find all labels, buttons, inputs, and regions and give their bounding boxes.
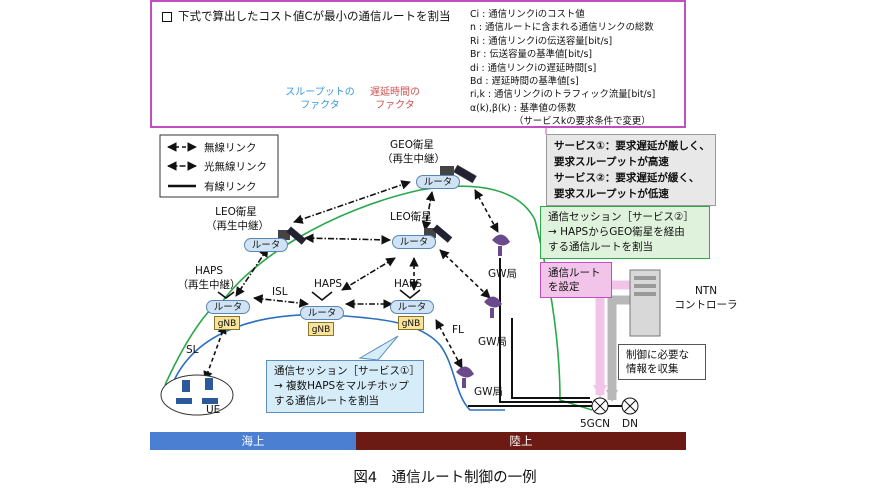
services-box: サービス①：要求遅延が厳しく、 要求スループットが高速 サービス②：要求遅延が緩… <box>546 134 716 206</box>
legend-wired: 有線リンク <box>204 181 257 193</box>
haps3-label: HAPS <box>394 278 423 290</box>
legend-optical: 光無線リンク <box>204 161 267 173</box>
isl-label: ISL <box>272 286 288 298</box>
sea-bar: 海上 <box>150 432 356 450</box>
gw1-label: GW局 <box>488 268 518 280</box>
leo2-satellite-icon <box>424 224 453 243</box>
haps2-router: ルータ <box>300 306 344 320</box>
gw1-dish-icon <box>492 234 510 246</box>
land-bar: 陸上 <box>356 432 686 450</box>
ntn-controller-icon <box>629 269 661 337</box>
gw3-dish-icon <box>456 366 474 378</box>
formula-box <box>150 0 686 128</box>
haps3-icon <box>399 289 421 300</box>
leo1-router: ルータ <box>244 238 288 252</box>
collect-info-box: 制御に必要な 情報を収集 <box>618 344 706 380</box>
legend-wireless: 無線リンク <box>204 142 257 154</box>
haps3-router: ルータ <box>390 300 434 314</box>
sl-label: SL <box>186 344 199 356</box>
ue-label: UE <box>206 404 221 416</box>
session1-callout: 通信セッション［サービス①］ → 複数HAPSをマルチホップ する通信ルートを割… <box>266 360 424 413</box>
throughput-factor-label: スループットのファクタ <box>285 87 355 111</box>
haps1-icon <box>217 291 235 299</box>
gw2-dish-icon <box>484 296 502 308</box>
haps1-router: ルータ <box>206 300 250 314</box>
session2-callout: 通信セッション［サービス②］ → HAPSからGEO衛星を経由 する通信ルートを… <box>540 206 710 259</box>
haps2-gnb: gNB <box>308 322 334 336</box>
route-setting-box: 通信ルート を設定 <box>540 262 612 298</box>
fl-label: FL <box>452 324 464 336</box>
haps2-icon <box>311 291 333 302</box>
leo2-router: ルータ <box>392 235 436 249</box>
ue-area <box>160 374 234 416</box>
gw2-label: GW局 <box>478 336 508 348</box>
haps1-gnb: gNB <box>214 316 240 330</box>
geo-label: GEO衛星（再生中継） <box>382 139 445 165</box>
haps3-gnb: gNB <box>398 316 424 330</box>
haps1-label: HAPS（再生中継） <box>177 265 241 291</box>
haps2-label: HAPS <box>314 278 343 290</box>
leo1-satellite-icon <box>278 226 307 245</box>
fivegcn-label: 5GCN <box>580 418 611 430</box>
dn-label: DN <box>622 418 638 430</box>
variable-definitions: Ci : 通信リンクiのコスト値 n : 通信ルートに含まれる通信リンクの総数 … <box>470 9 656 128</box>
delay-factor-label: 遅延時間のファクタ <box>370 87 420 111</box>
figure-caption: 図4 通信ルート制御の一例 <box>353 470 537 486</box>
leo2-label: LEO衛星 <box>390 211 432 223</box>
formula-heading: 下式で算出したコスト値Cが最小の通信ルートを割当 <box>162 8 451 24</box>
geo-router: ルータ <box>416 175 460 189</box>
gw3-label: GW局 <box>474 386 504 398</box>
leo1-label: LEO衛星（再生中継） <box>206 206 269 232</box>
